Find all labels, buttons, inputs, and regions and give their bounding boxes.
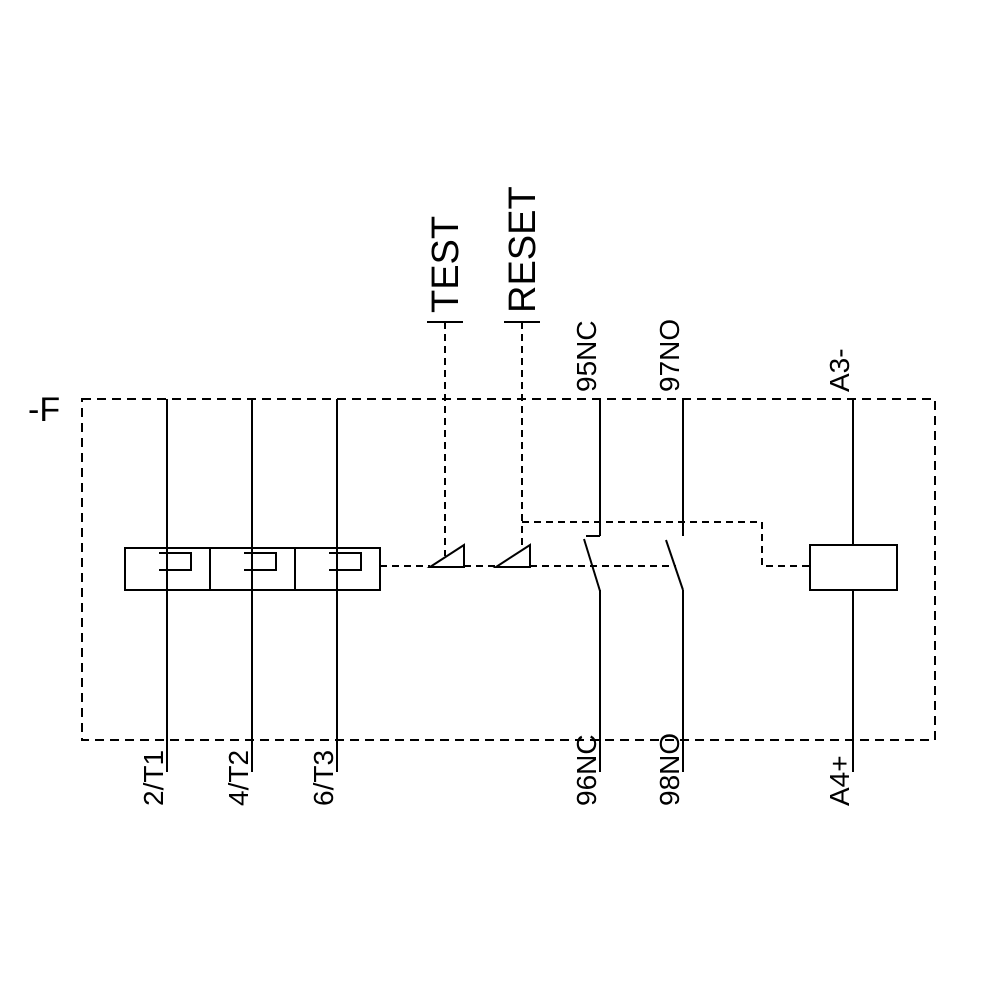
terminal-label-A3: A3- (824, 348, 855, 392)
heater-element-2-icon (244, 552, 277, 571)
pole-3: 6/T3 (308, 399, 339, 806)
relay-enclosure-outline (81, 398, 936, 741)
terminal-label-98NO: 98NO (654, 733, 685, 806)
terminal-label-96NC: 96NC (571, 734, 602, 806)
no-contact-97-98: 97NO 98NO (654, 319, 685, 806)
terminal-label-97NO: 97NO (654, 319, 685, 392)
terminal-label-A4: A4+ (824, 755, 855, 806)
no-contact-moving-arm (665, 539, 684, 591)
heater-block-outline (124, 547, 381, 591)
test-latch-icon (426, 543, 465, 568)
terminal-label-95NC: 95NC (571, 320, 602, 392)
nc-contact-moving-arm (583, 538, 601, 592)
reset-latch-icon (492, 543, 531, 568)
reset-coil: A3- A4+ (809, 348, 898, 806)
test-actuator: TEST (425, 216, 467, 556)
pole-1: 2/T1 (138, 399, 169, 806)
nc-contact-95-96: 95NC 96NC (571, 320, 602, 806)
pole-2: 4/T2 (223, 399, 254, 806)
terminal-label-6T3: 6/T3 (308, 750, 339, 806)
heater-element-block (124, 547, 381, 591)
reset-label: RESET (502, 186, 544, 313)
device-designation-label: -F (28, 391, 60, 429)
terminal-label-4T2: 4/T2 (223, 750, 254, 806)
remote-reset-linkage (522, 521, 810, 567)
heater-element-1-icon (159, 552, 192, 571)
reset-actuator: RESET (502, 186, 544, 549)
terminal-label-2T1: 2/T1 (138, 750, 169, 806)
reset-coil-box (809, 544, 898, 591)
heater-element-3-icon (329, 552, 362, 571)
test-label: TEST (425, 216, 467, 313)
